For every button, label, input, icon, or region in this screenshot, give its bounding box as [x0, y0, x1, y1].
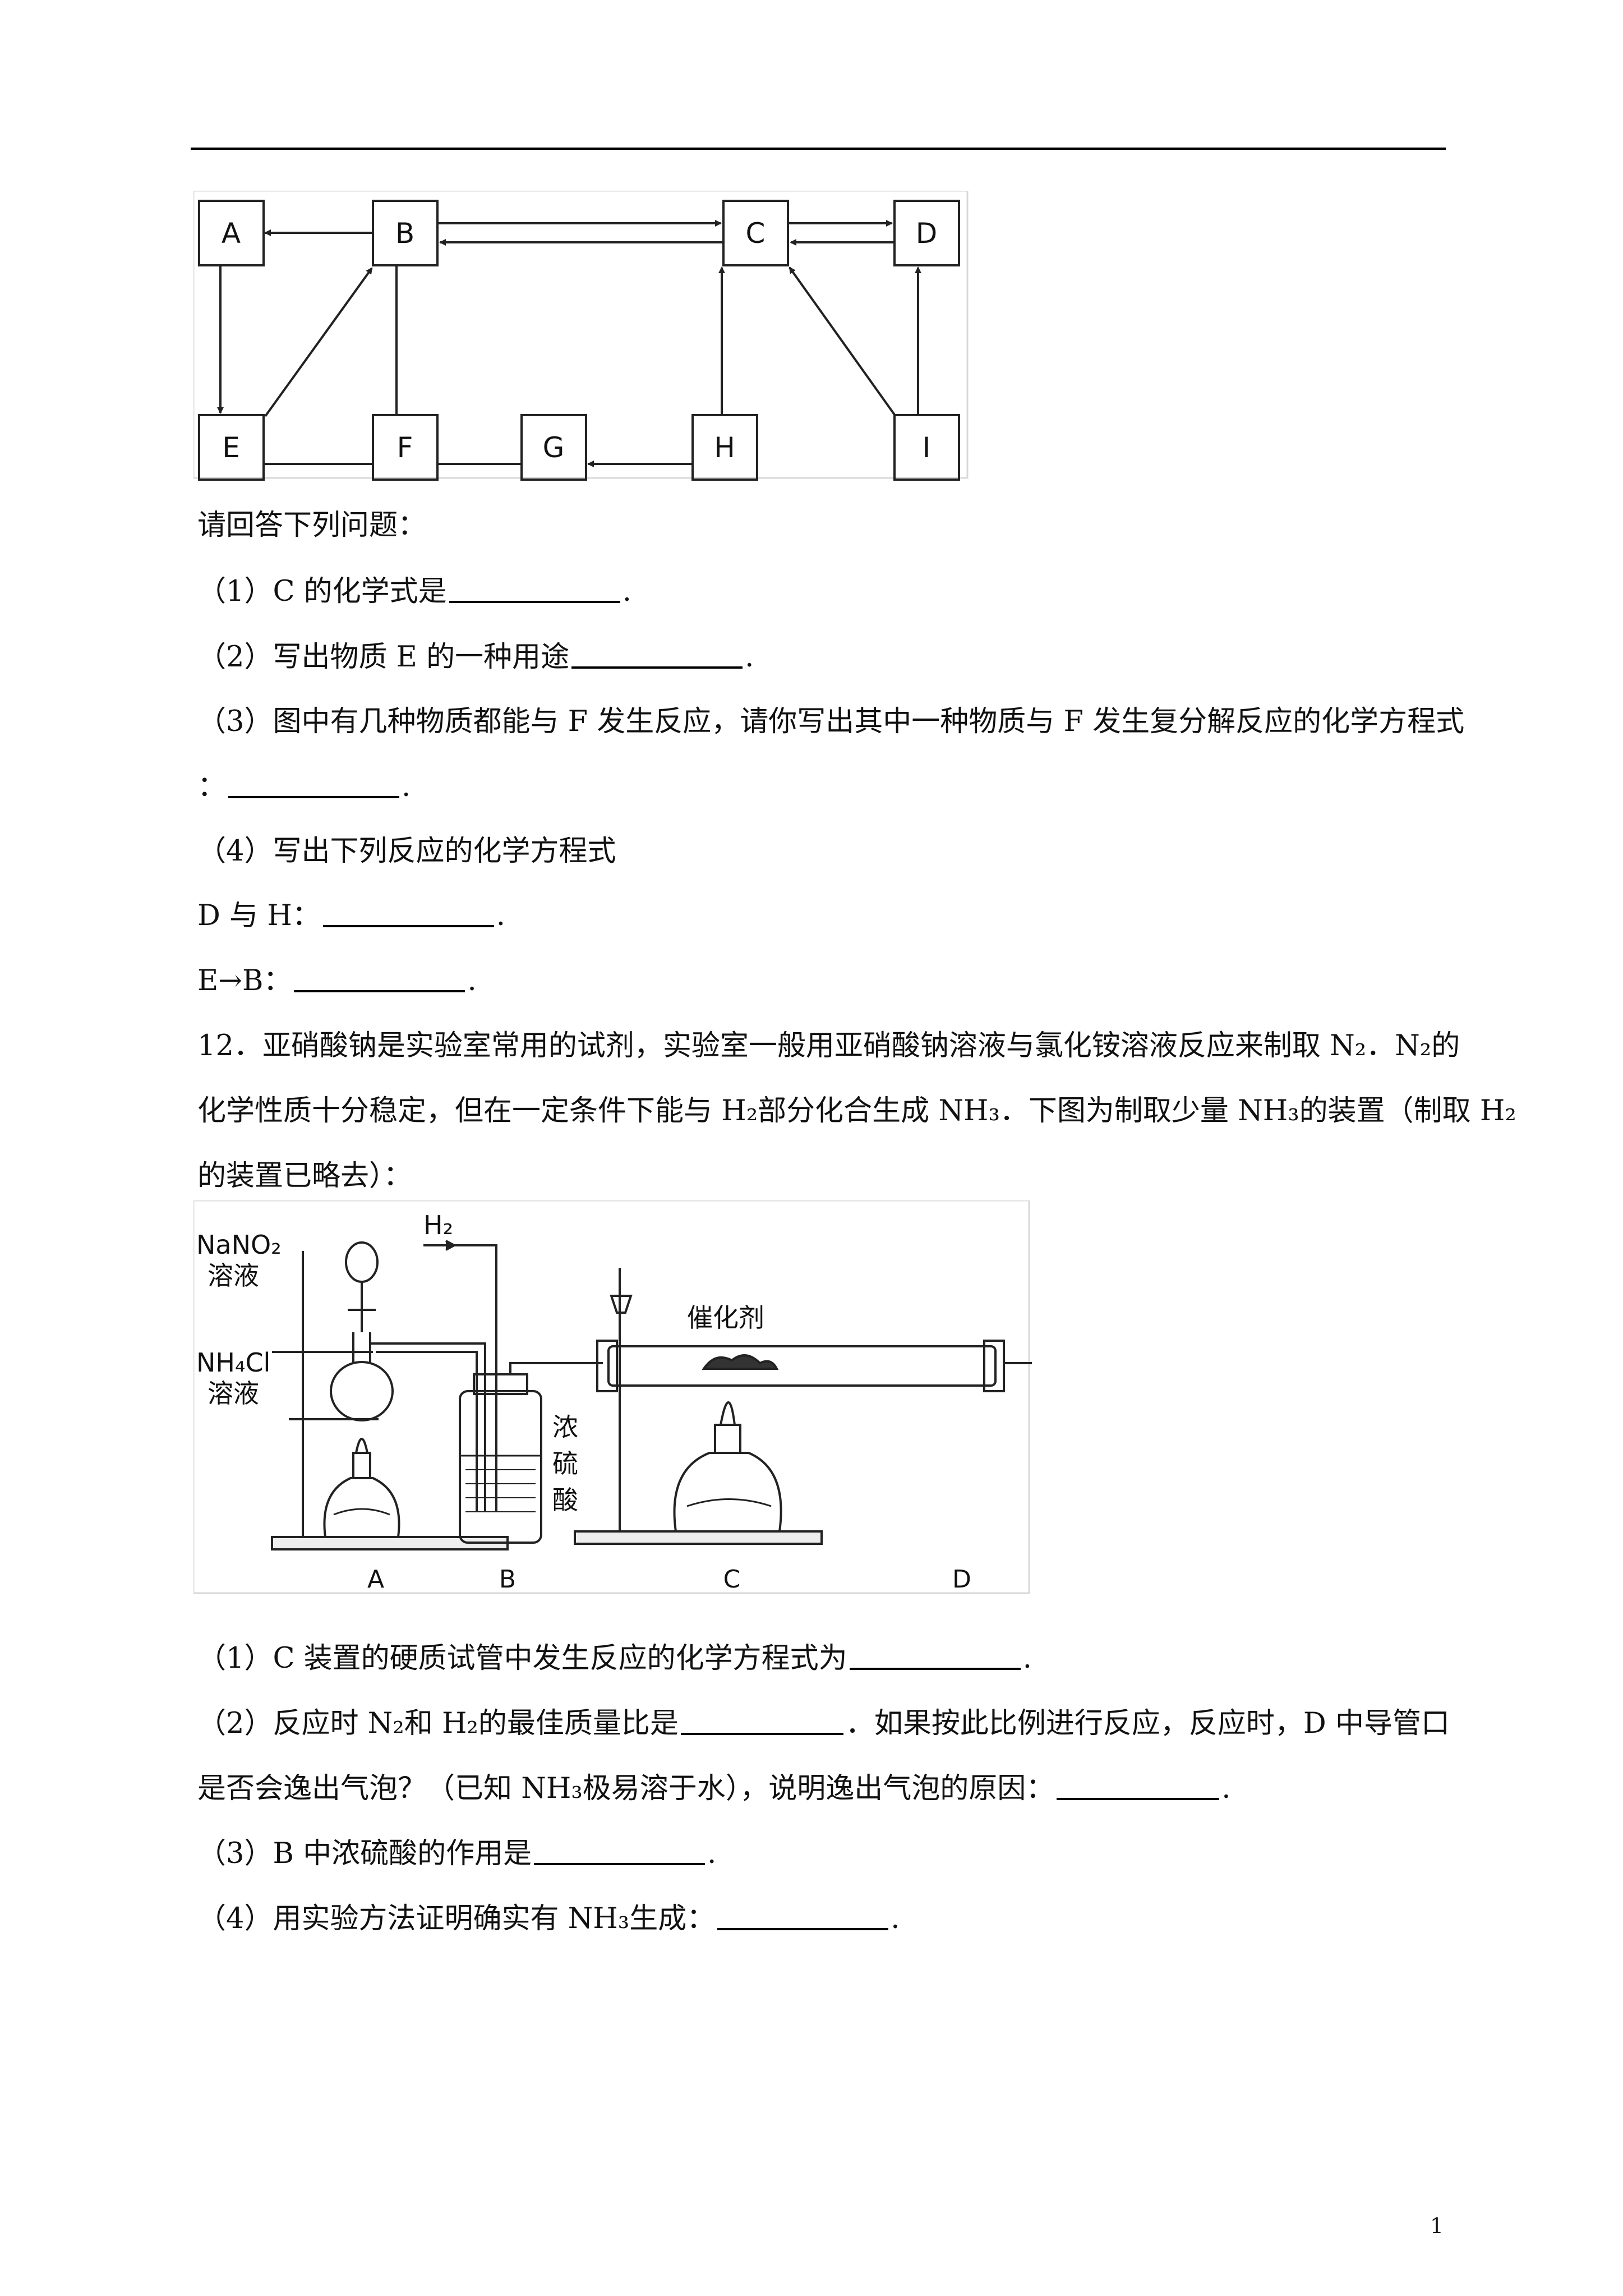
node-A — [198, 200, 265, 266]
node-E — [198, 414, 265, 481]
label-h2: H₂ — [423, 1210, 453, 1240]
q12-part3: （3）B 中浓硫酸的作用是. — [197, 1837, 717, 1870]
q11-part2: （2）写出物质 E 的一种用途. — [197, 641, 754, 674]
node-F — [372, 414, 439, 481]
node-D — [893, 200, 960, 266]
answer-blank[interactable] — [322, 925, 494, 927]
q12-stem-line2: 化学性质十分稳定，但在一定条件下能与 H₂部分化合生成 NH₃．下图为制取少量 … — [197, 1094, 1516, 1128]
reaction-flow-diagram: A B C D E F G H I — [193, 191, 969, 481]
q11-part4: （4）写出下列反应的化学方程式 — [197, 835, 616, 868]
node-label-H: H — [714, 431, 735, 464]
q11-part4a: D 与 H：. — [197, 899, 506, 932]
answer-blank[interactable] — [717, 1928, 889, 1930]
device-label-B: B — [499, 1565, 516, 1594]
answer-blank[interactable] — [534, 1863, 706, 1865]
label-nano2: NaNO₂ — [196, 1230, 282, 1260]
q12-part4: （4）用实验方法证明确实有 NH₃生成：. — [197, 1902, 900, 1935]
node-label-G: G — [543, 431, 565, 464]
node-C — [722, 200, 789, 266]
node-label-A: A — [222, 217, 241, 250]
device-label-D: D — [952, 1565, 971, 1594]
node-label-F: F — [397, 431, 413, 464]
q12-stem-line1: 12．亚硝酸钠是实验室常用的试剂，实验室一般用亚硝酸钠溶液与氯化铵溶液反应来制取… — [197, 1029, 1460, 1062]
label-acid-2: 硫 — [552, 1448, 578, 1479]
q11-intro: 请回答下列问题： — [197, 509, 427, 542]
q12-part1: （1）C 装置的硬质试管中发生反应的化学方程式为. — [197, 1642, 1032, 1675]
q11-part3-answer: ：. — [197, 770, 411, 803]
node-label-B: B — [395, 217, 414, 250]
node-G — [520, 414, 587, 481]
q11-part4b: E→B：. — [197, 964, 477, 997]
q12-part2: （2）反应时 N₂和 H₂的最佳质量比是．如果按此比例进行反应，反应时，D 中导… — [197, 1707, 1450, 1740]
node-I — [893, 414, 960, 481]
label-solution2: 溶液 — [208, 1378, 259, 1409]
q12-part2-cont: 是否会逸出气泡？（已知 NH₃极易溶于水），说明逸出气泡的原因：. — [197, 1772, 1231, 1805]
device-label-C: C — [723, 1565, 741, 1594]
q11-part3: （3）图中有几种物质都能与 F 发生反应，请你写出其中一种物质与 F 发生复分解… — [197, 705, 1465, 738]
node-label-I: I — [923, 431, 931, 464]
ammonia-apparatus-diagram: H₂ NaNO₂ 溶液 NH₄Cl 溶液 催化剂 浓 硫 酸 水 A B C D — [193, 1200, 1032, 1594]
answer-blank[interactable] — [449, 601, 620, 603]
header-rule — [191, 148, 1446, 150]
label-nh4cl: NH₄Cl — [196, 1347, 270, 1378]
answer-blank[interactable] — [228, 796, 400, 798]
answer-blank[interactable] — [1057, 1798, 1220, 1800]
answer-blank[interactable] — [294, 990, 465, 992]
node-label-C: C — [746, 217, 766, 250]
label-acid-1: 浓 — [552, 1412, 578, 1442]
page-number: 1 — [1430, 2214, 1444, 2238]
node-label-E: E — [222, 431, 240, 464]
q12-stem-line3: 的装置已略去）： — [197, 1159, 412, 1193]
node-H — [691, 414, 758, 481]
node-label-D: D — [916, 217, 938, 250]
label-acid-3: 酸 — [552, 1485, 578, 1515]
answer-blank[interactable] — [849, 1668, 1021, 1670]
answer-blank[interactable] — [680, 1733, 843, 1735]
q11-part1: （1）C 的化学式是. — [197, 575, 631, 608]
answer-blank[interactable] — [571, 666, 743, 669]
device-label-A: A — [367, 1565, 384, 1594]
label-solution1: 溶液 — [208, 1260, 259, 1291]
label-catalyst: 催化剂 — [687, 1303, 764, 1333]
